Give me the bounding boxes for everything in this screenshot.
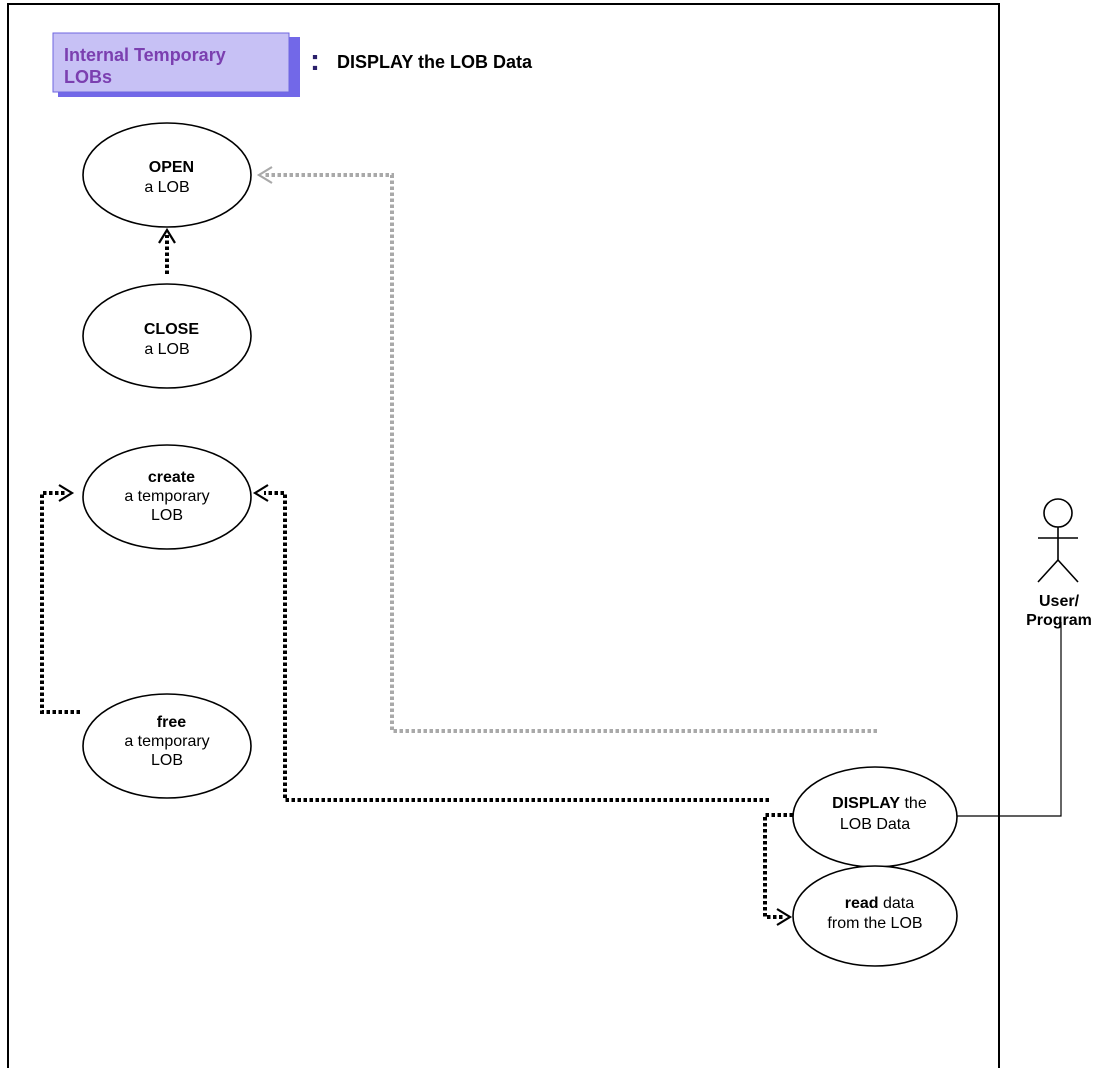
use-case-close-line2: a LOB (144, 341, 189, 358)
use-case-open: OPEN a LOB (82, 122, 252, 228)
use-case-create-label: create (117, 469, 218, 486)
use-case-close-ellipse (82, 283, 252, 389)
use-case-open-line2: a LOB (144, 179, 189, 196)
use-case-free-bold: free (157, 714, 186, 731)
dependency-display-to-read (763, 813, 793, 919)
header-tag-box (52, 32, 290, 93)
actor-label-line1: User/ (1039, 593, 1080, 610)
use-case-close-bold: CLOSE (144, 321, 199, 338)
header-separator: : (310, 44, 320, 77)
page-title: DISPLAY the LOB Data (337, 52, 533, 72)
use-case-create-bold: create (148, 469, 195, 486)
arrowhead-open (158, 227, 176, 244)
use-case-open-bold: OPEN (149, 159, 194, 176)
use-case-display: DISPLAY the LOB Data (792, 766, 958, 868)
use-case-display-label: DISPLAY the (801, 795, 949, 812)
use-case-close: CLOSE a LOB (82, 283, 252, 389)
use-case-read: read data from the LOB (792, 865, 958, 967)
use-case-free-line3: LOB (151, 752, 183, 769)
header-tag: Internal Temporary LOBs (52, 32, 300, 97)
use-case-create: create a temporary LOB (82, 444, 252, 550)
use-case-free: free a temporary LOB (82, 693, 252, 799)
use-case-read-ellipse (792, 865, 958, 967)
actor-leg-left-icon (1037, 559, 1059, 583)
use-case-free-ellipse (82, 693, 252, 799)
use-case-open-ellipse (82, 122, 252, 228)
use-case-read-bold: read (845, 895, 879, 912)
dependency-display-to-open (264, 173, 877, 733)
use-case-display-rest: the (900, 795, 927, 812)
use-case-open-label: OPEN (118, 159, 217, 176)
arrowhead-read (776, 908, 793, 926)
use-case-close-label: CLOSE (113, 321, 221, 338)
use-case-read-line2: from the LOB (827, 915, 922, 932)
use-case-free-label: free (126, 714, 209, 731)
use-case-read-rest: data (879, 895, 915, 912)
arrowhead-open-gray (256, 166, 273, 184)
header-tag-line1: Internal Temporary (64, 45, 226, 65)
use-case-create-line2: a temporary (124, 488, 209, 505)
system-boundary (7, 3, 1000, 1068)
use-case-create-ellipse (82, 444, 252, 550)
use-case-read-label: read data (814, 895, 937, 912)
use-case-display-line2: LOB Data (840, 816, 910, 833)
actor-leg-right-icon (1057, 559, 1079, 583)
arrowhead-create-left (58, 484, 75, 502)
use-case-display-bold: DISPLAY (832, 795, 900, 812)
dependency-free-to-create (40, 491, 80, 714)
actor-label-line2: Program (1026, 612, 1092, 629)
actor-head-icon (1043, 498, 1073, 528)
use-case-create-line3: LOB (151, 507, 183, 524)
association-actor-display (955, 622, 1062, 817)
dependency-read-to-create (264, 491, 769, 802)
actor-user-program: User/ Program (1026, 498, 1092, 629)
arrowhead-create-right (252, 484, 269, 502)
header-tag-line2: LOBs (64, 67, 112, 87)
use-case-free-line2: a temporary (124, 733, 209, 750)
